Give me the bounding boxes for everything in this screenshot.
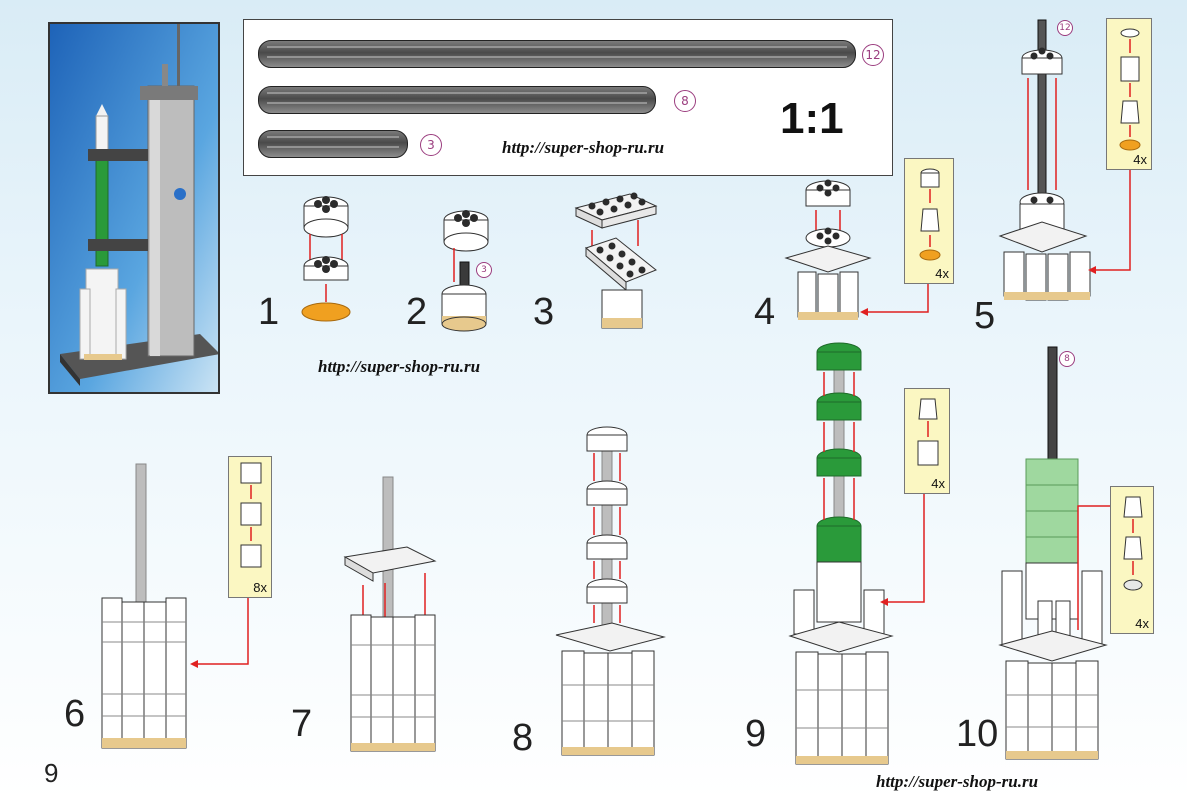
step-number: 6	[64, 693, 86, 735]
scale-label: 1:1	[780, 94, 844, 143]
step-9-illustration	[788, 342, 894, 765]
step-number: 1	[258, 291, 280, 333]
callout-parts	[917, 398, 939, 466]
callout-arrow	[1088, 170, 1131, 274]
step-4-callout: 4x	[904, 158, 954, 284]
callout-parts	[240, 462, 262, 568]
rod-count-badge: 12	[1057, 20, 1073, 36]
step-number: 2	[406, 291, 428, 333]
step-number: 10	[956, 713, 999, 755]
rod-count-badge: 8	[674, 90, 696, 112]
step-10-callout: 4x	[1110, 486, 1154, 634]
step-number: 9	[745, 713, 767, 755]
callout-arrow	[860, 284, 929, 316]
step-10-illustration	[998, 346, 1108, 760]
watermark-url: http://super-shop-ru.ru	[876, 772, 1039, 791]
step-number: 7	[291, 703, 313, 745]
callout-arrow	[880, 494, 925, 606]
rod-count-badge: 8	[1059, 351, 1075, 367]
step-5-illustration	[998, 19, 1091, 301]
rod-count-badge: 3	[476, 262, 492, 278]
rod-3-long	[258, 130, 408, 158]
callout-quantity: 4x	[1133, 152, 1147, 167]
launch-tower-illustration	[50, 24, 218, 392]
callout-arrow	[190, 598, 249, 668]
callout-quantity: 4x	[931, 476, 945, 491]
step-number: 8	[512, 717, 534, 759]
step-2-illustration	[441, 210, 489, 332]
callout-quantity: 4x	[935, 266, 949, 281]
callout-quantity: 8x	[253, 580, 267, 595]
step-7-illustration	[343, 476, 437, 752]
watermark-url: http://super-shop-ru.ru	[318, 357, 481, 376]
step-3-illustration	[574, 192, 658, 329]
rod-8-long	[258, 86, 656, 114]
step-9-callout: 4x	[904, 388, 950, 494]
page-number: 9	[44, 758, 59, 788]
parts-list-box: 12 8 3 1:1	[243, 19, 893, 176]
step-6-illustration	[101, 463, 187, 749]
callout-arrow	[1077, 505, 1110, 630]
callout-parts	[1123, 496, 1143, 591]
rod-count-badge: 12	[862, 44, 884, 66]
step-4-illustration	[784, 179, 872, 320]
watermark-url: http://super-shop-ru.ru	[502, 138, 665, 157]
step-5-callout: 4x	[1106, 18, 1152, 170]
callout-parts	[919, 168, 941, 261]
step-8-illustration	[555, 426, 666, 756]
rod-12-long	[258, 40, 856, 68]
step-6-callout: 8x	[228, 456, 272, 598]
step-number: 3	[533, 291, 555, 333]
callout-parts	[1119, 28, 1141, 151]
finished-model-image	[48, 22, 220, 394]
rod-count-badge: 3	[420, 134, 442, 156]
step-1-illustration	[301, 196, 351, 322]
step-number: 5	[974, 295, 996, 337]
callout-quantity: 4x	[1135, 616, 1149, 631]
step-number: 4	[754, 291, 776, 333]
